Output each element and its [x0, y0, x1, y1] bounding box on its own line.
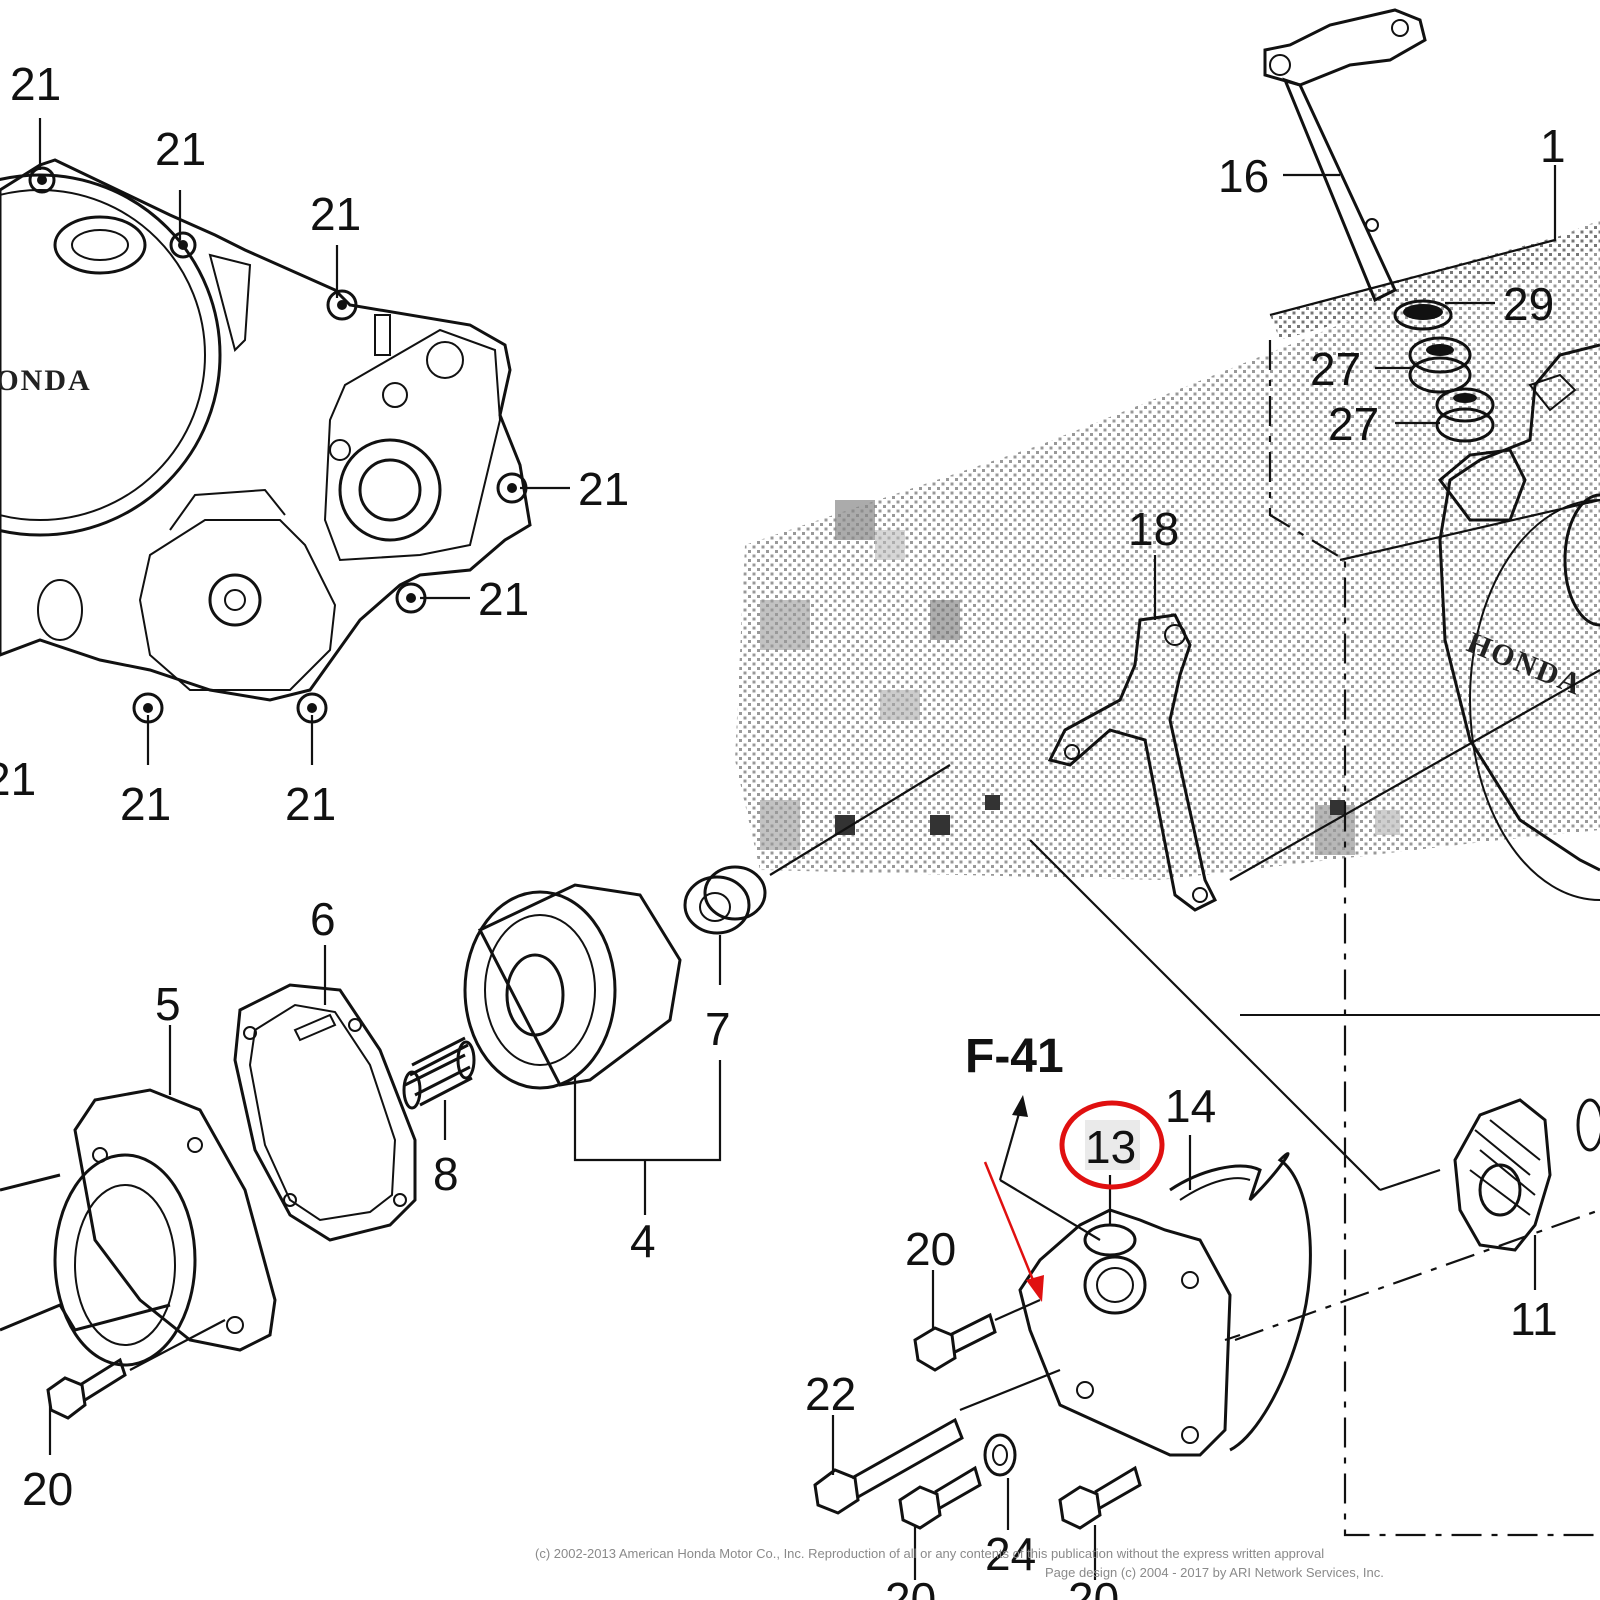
bolt-22-long — [813, 1417, 964, 1515]
callout-8: 8 — [433, 1148, 459, 1200]
callout-7: 7 — [705, 1003, 731, 1055]
part-13-water-pump-cover — [1018, 1208, 1232, 1457]
callout-22: 22 — [805, 1368, 856, 1420]
callout-labels: 21 21 21 21 21 21 21 21 16 1 29 27 27 18… — [0, 58, 1566, 1600]
callout-14: 14 — [1165, 1080, 1216, 1132]
part-11-impeller — [1453, 1098, 1600, 1252]
copyright-line-1: (c) 2002-2013 American Honda Motor Co., … — [535, 1546, 1324, 1561]
callout-13: 13 — [1085, 1121, 1136, 1173]
brand-text: HONDA — [0, 364, 92, 397]
callout-11: 11 — [1510, 1293, 1558, 1345]
bolt-20-lower-right — [1058, 1465, 1142, 1530]
leader-lines — [38, 118, 1600, 1580]
callout-21-f: 21 — [120, 778, 171, 830]
clutch-cover: HONDA — [0, 158, 532, 724]
bolt-20-left — [46, 1357, 127, 1420]
callout-21-a: 21 — [10, 58, 61, 110]
shaded-crankcase-region — [735, 220, 1600, 880]
callout-27-a: 27 — [1310, 343, 1361, 395]
part-8-spring — [402, 1036, 476, 1110]
bolt-20-lower-left — [898, 1465, 982, 1530]
callout-29: 29 — [1503, 278, 1554, 330]
obscured-area — [760, 500, 1400, 855]
part-4-oil-filter — [463, 883, 682, 1090]
callout-20-c: 20 — [885, 1573, 936, 1600]
part-18-bracket — [1047, 613, 1218, 912]
callout-24: 24 — [985, 1528, 1036, 1580]
callout-4: 4 — [630, 1215, 656, 1267]
callout-21-d: 21 — [578, 463, 629, 515]
callout-21-b: 21 — [155, 123, 206, 175]
part-14-gasket — [1169, 1152, 1312, 1452]
red-highlight-annotation — [983, 1100, 1165, 1302]
bolt-20-upper — [913, 1312, 997, 1372]
callout-20-a: 20 — [905, 1223, 956, 1275]
assembly-centerlines — [1234, 340, 1600, 1537]
callout-27-b: 27 — [1328, 398, 1379, 450]
washer-24 — [983, 1433, 1017, 1477]
callout-20-d: 20 — [1068, 1573, 1119, 1600]
callout-20-b: 20 — [22, 1463, 73, 1515]
seal-and-bearings — [1393, 299, 1495, 443]
callout-21-c: 21 — [310, 188, 361, 240]
callout-6: 6 — [310, 893, 336, 945]
callout-16: 16 — [1218, 150, 1269, 202]
part-7-collar — [683, 865, 767, 935]
callout-5: 5 — [155, 978, 181, 1030]
part-16-rod — [1263, 8, 1427, 303]
callout-21-g: 21 — [285, 778, 336, 830]
callout-1: 1 — [1540, 120, 1566, 172]
f41-reference-arrow — [998, 1095, 1101, 1241]
highlight-circle — [1059, 1100, 1165, 1190]
section-ref-f41: F-41 — [965, 1030, 1064, 1083]
callout-21-e: 21 — [478, 573, 529, 625]
callout-18: 18 — [1128, 503, 1179, 555]
copyright-line-2: Page design (c) 2004 - 2017 by ARI Netwo… — [1045, 1565, 1384, 1580]
part-6-gasket — [233, 983, 417, 1242]
part-5-filter-cover — [0, 1088, 277, 1367]
callout-21-h: 21 — [0, 753, 36, 805]
